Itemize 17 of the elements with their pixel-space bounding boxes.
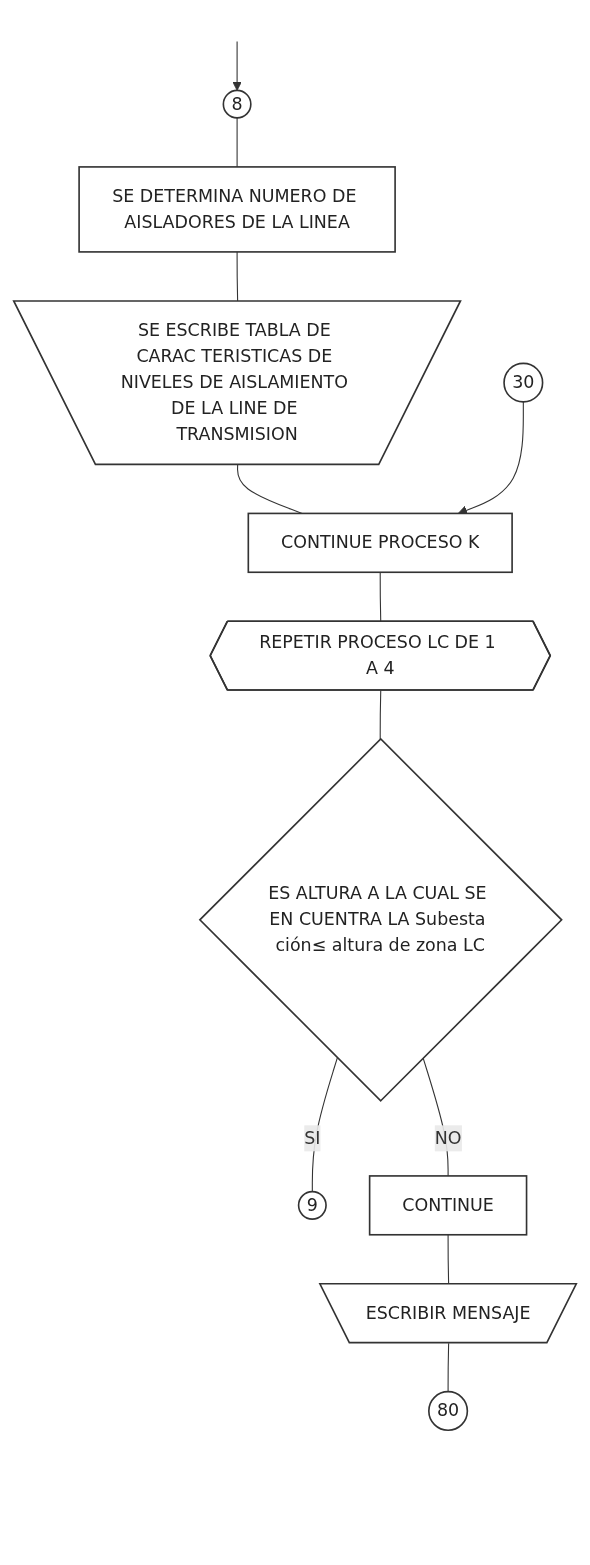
node-box: CONTINUE xyxy=(368,1175,528,1236)
connector xyxy=(447,1342,450,1393)
node-circle: 80 xyxy=(428,1390,469,1431)
connector xyxy=(237,464,303,514)
node-diamond: ES ALTURA A LA CUAL SE EN CUENTRA LA Subesta ción≤ altura de zona LC xyxy=(198,737,563,1102)
node-box: SE DETERMINA NUMERO DE AISLADORES DE LA LINEA xyxy=(78,166,396,253)
edge-label: NO xyxy=(434,1127,462,1149)
connector xyxy=(379,689,382,740)
connector xyxy=(236,117,238,168)
connector xyxy=(379,571,382,623)
arrow xyxy=(457,401,524,515)
node-circle: 30 xyxy=(503,362,544,403)
node-circle: 9 xyxy=(297,1190,327,1220)
node-box: CONTINUE PROCESO K xyxy=(247,512,513,574)
edge-label: SI xyxy=(304,1127,321,1149)
arrow xyxy=(232,40,242,91)
node-circle: 8 xyxy=(222,89,252,119)
